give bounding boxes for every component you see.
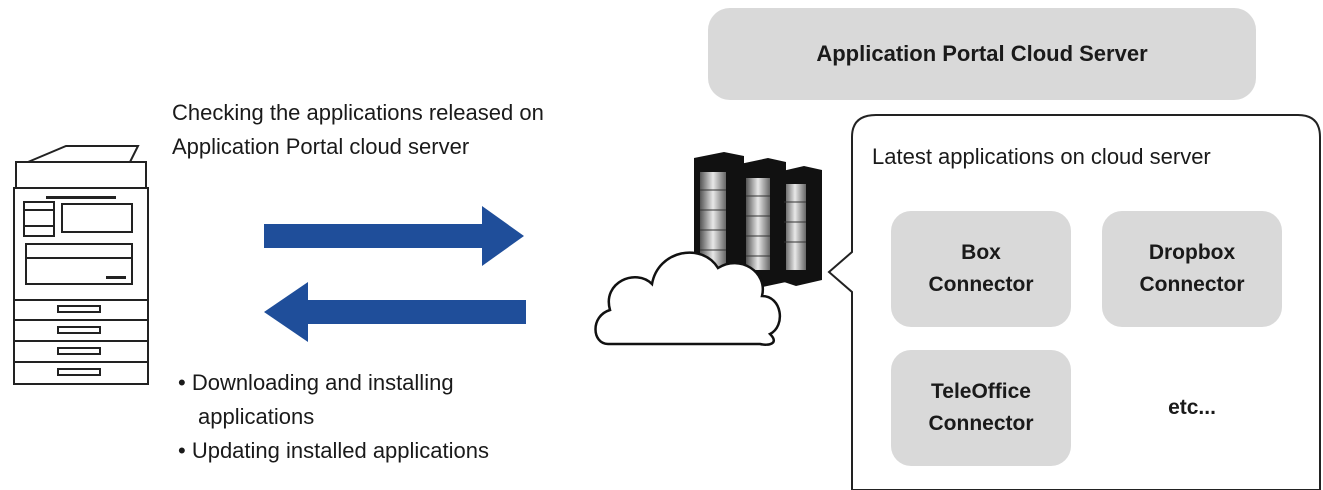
more-apps-label: etc... (1168, 396, 1216, 419)
arrow-left-icon (264, 282, 526, 342)
portal-title-box: Application Portal Cloud Server (708, 8, 1256, 100)
intro-line-2: Application Portal cloud server (172, 134, 470, 159)
intro-line-1: Checking the applications released on (172, 100, 544, 125)
app-type: Connector (928, 273, 1034, 296)
app-name: Box (961, 241, 1001, 264)
cloud-icon (594, 251, 782, 346)
action-item-download: • Downloading and installing (178, 370, 454, 395)
app-type: Connector (928, 412, 1034, 435)
server-icon (694, 152, 822, 292)
app-tile-box-connector: Box Connector (891, 211, 1071, 327)
cloud-panel-title: Latest applications on cloud server (872, 144, 1211, 169)
action-item-update: • Updating installed applications (178, 438, 490, 463)
app-name: Dropbox (1148, 241, 1236, 264)
app-name: TeleOffice (931, 380, 1031, 403)
action-item-download-cont: applications (198, 404, 315, 429)
action-list: • Downloading and installing application… (178, 366, 489, 468)
arrow-right-icon (264, 206, 524, 266)
printer-icon (13, 145, 149, 385)
app-type: Connector (1139, 273, 1245, 296)
exchange-arrows (264, 206, 526, 342)
app-tile-teleoffice-connector: TeleOffice Connector (891, 350, 1071, 466)
cloud-server-icon (594, 152, 822, 346)
intro-text: Checking the applications released on Ap… (172, 96, 544, 164)
portal-title: Application Portal Cloud Server (816, 41, 1148, 66)
app-tile-dropbox-connector: Dropbox Connector (1102, 211, 1282, 327)
